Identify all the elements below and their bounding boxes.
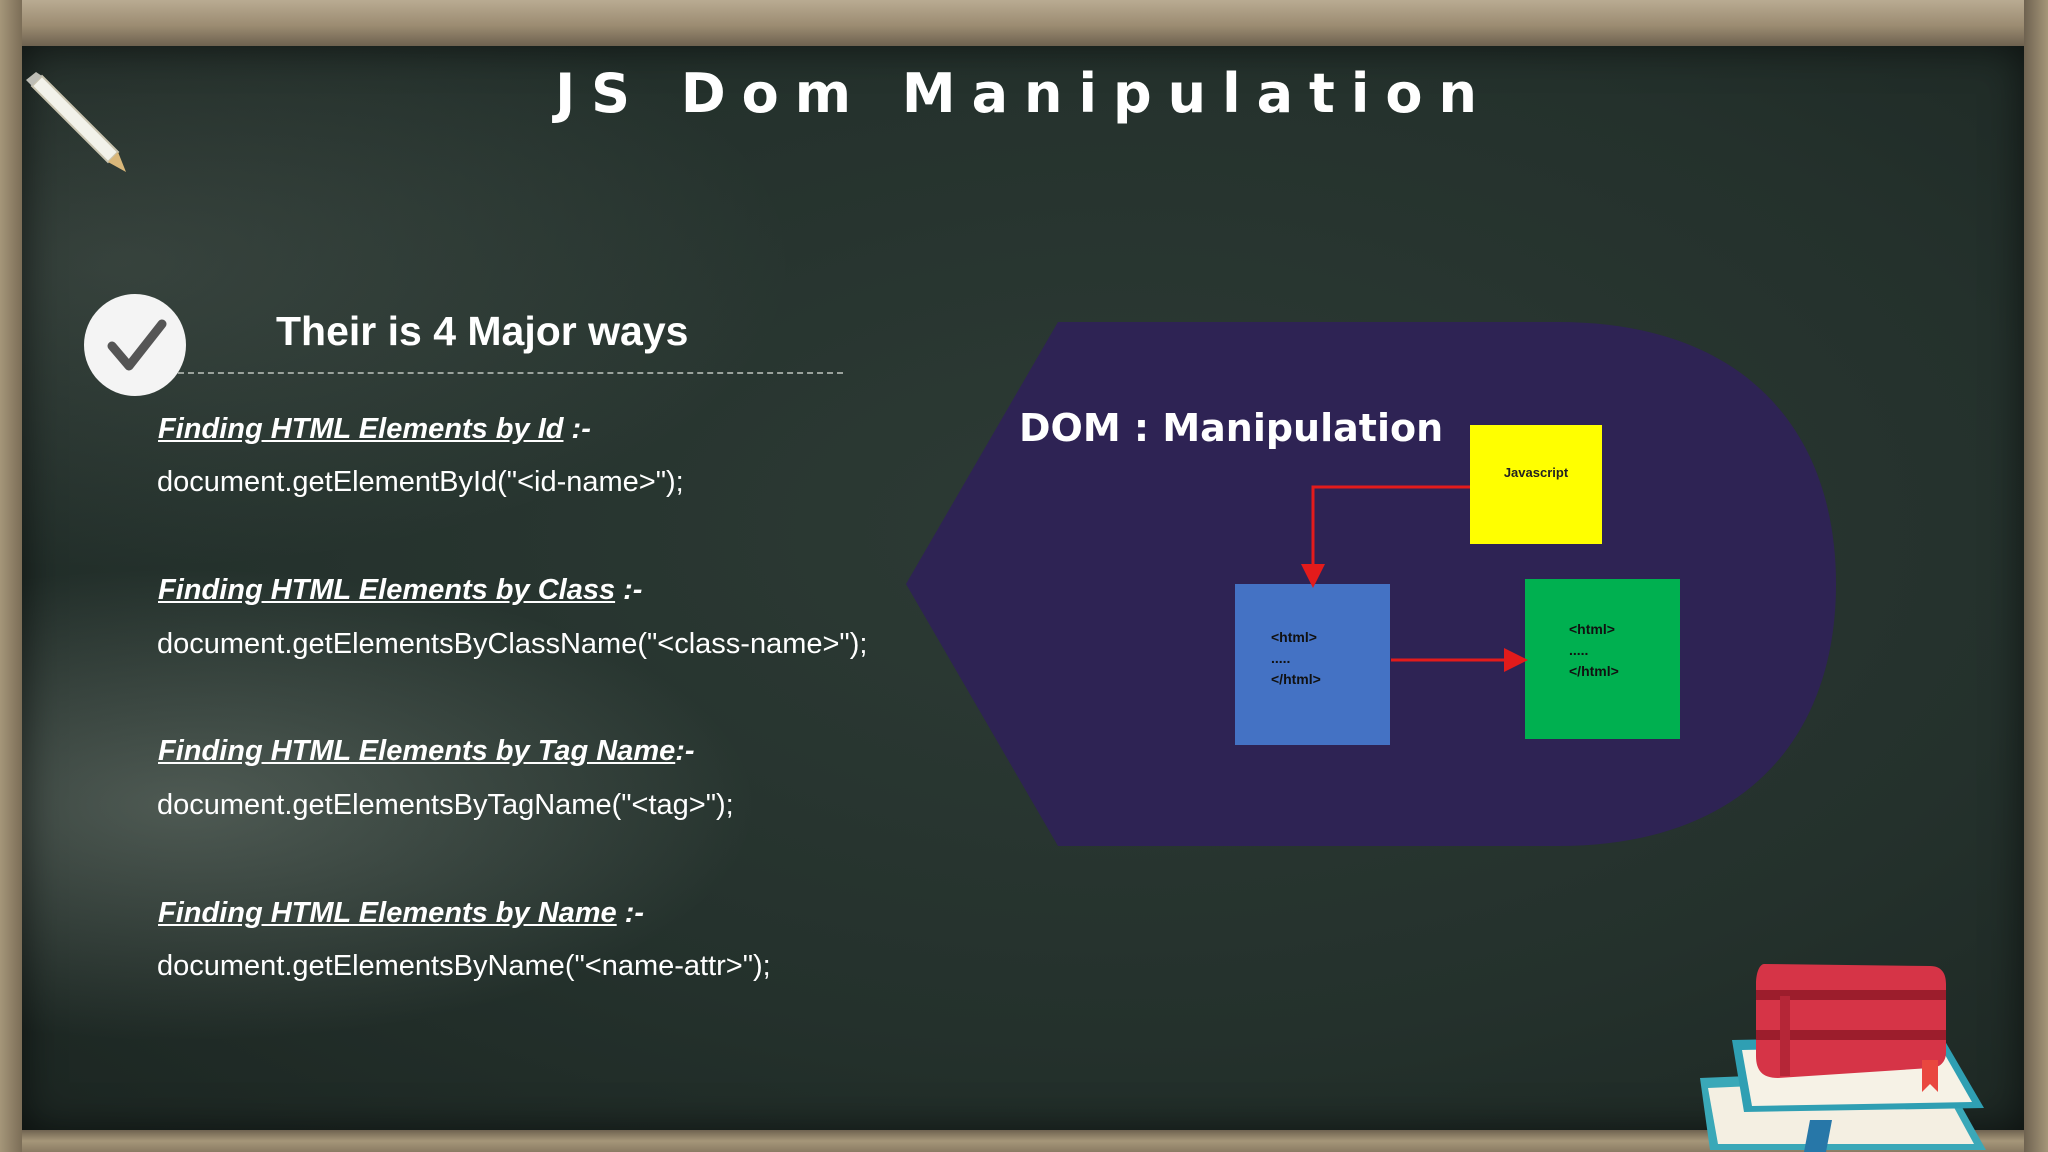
board-frame-bottom — [0, 1130, 2048, 1152]
board-frame-left — [0, 0, 22, 1152]
way-title-suffix: :- — [615, 574, 643, 606]
way-title-name: Finding HTML Elements by Name :- — [158, 897, 644, 930]
html-box-result: <html> ..... </html> — [1525, 579, 1680, 739]
html-close-tag: </html> — [1569, 663, 1619, 679]
way-title-label: Finding HTML Elements by Class — [158, 574, 616, 606]
html-open-tag: <html> — [1569, 621, 1615, 637]
html-close-tag: </html> — [1271, 671, 1321, 687]
html-open-tag: <html> — [1271, 629, 1317, 645]
way-title-tag-name: Finding HTML Elements by Tag Name:- — [158, 735, 695, 768]
check-icon — [107, 319, 167, 371]
html-box-source-text: <html> ..... </html> — [1271, 627, 1321, 690]
way-code-class: document.getElementsByClassName("<class-… — [157, 628, 868, 660]
check-badge — [84, 294, 186, 396]
ways-heading: Their is 4 Major ways — [276, 308, 689, 354]
slide-title: JS Dom Manipulation — [555, 62, 1493, 125]
javascript-box: Javascript — [1470, 425, 1602, 544]
way-title-label: Finding HTML Elements by Name — [158, 897, 617, 929]
way-code-tag-name: document.getElementsByTagName("<tag>"); — [157, 789, 734, 821]
way-title-id: Finding HTML Elements by Id :- — [158, 413, 591, 446]
html-box-result-text: <html> ..... </html> — [1569, 619, 1619, 682]
way-title-label: Finding HTML Elements by Tag Name — [158, 735, 676, 767]
way-code-id: document.getElementById("<id-name>"); — [157, 466, 684, 498]
javascript-box-label: Javascript — [1503, 465, 1569, 480]
html-ellipsis: ..... — [1569, 642, 1589, 658]
way-title-suffix: :- — [563, 413, 591, 445]
way-title-label: Finding HTML Elements by Id — [158, 413, 564, 445]
way-title-class: Finding HTML Elements by Class :- — [158, 574, 642, 607]
html-box-source: <html> ..... </html> — [1235, 584, 1390, 745]
diagram-title: DOM : Manipulation — [1019, 406, 1444, 450]
html-ellipsis: ..... — [1271, 650, 1291, 666]
board-frame-top — [0, 0, 2048, 46]
way-title-suffix: :- — [616, 897, 645, 929]
heading-divider — [178, 372, 843, 374]
way-title-suffix: :- — [675, 735, 695, 767]
pencil-icon — [26, 72, 126, 172]
board-frame-right — [2024, 0, 2048, 1152]
books-icon — [1700, 964, 1986, 1152]
way-code-name: document.getElementsByName("<name-attr>"… — [157, 950, 771, 982]
